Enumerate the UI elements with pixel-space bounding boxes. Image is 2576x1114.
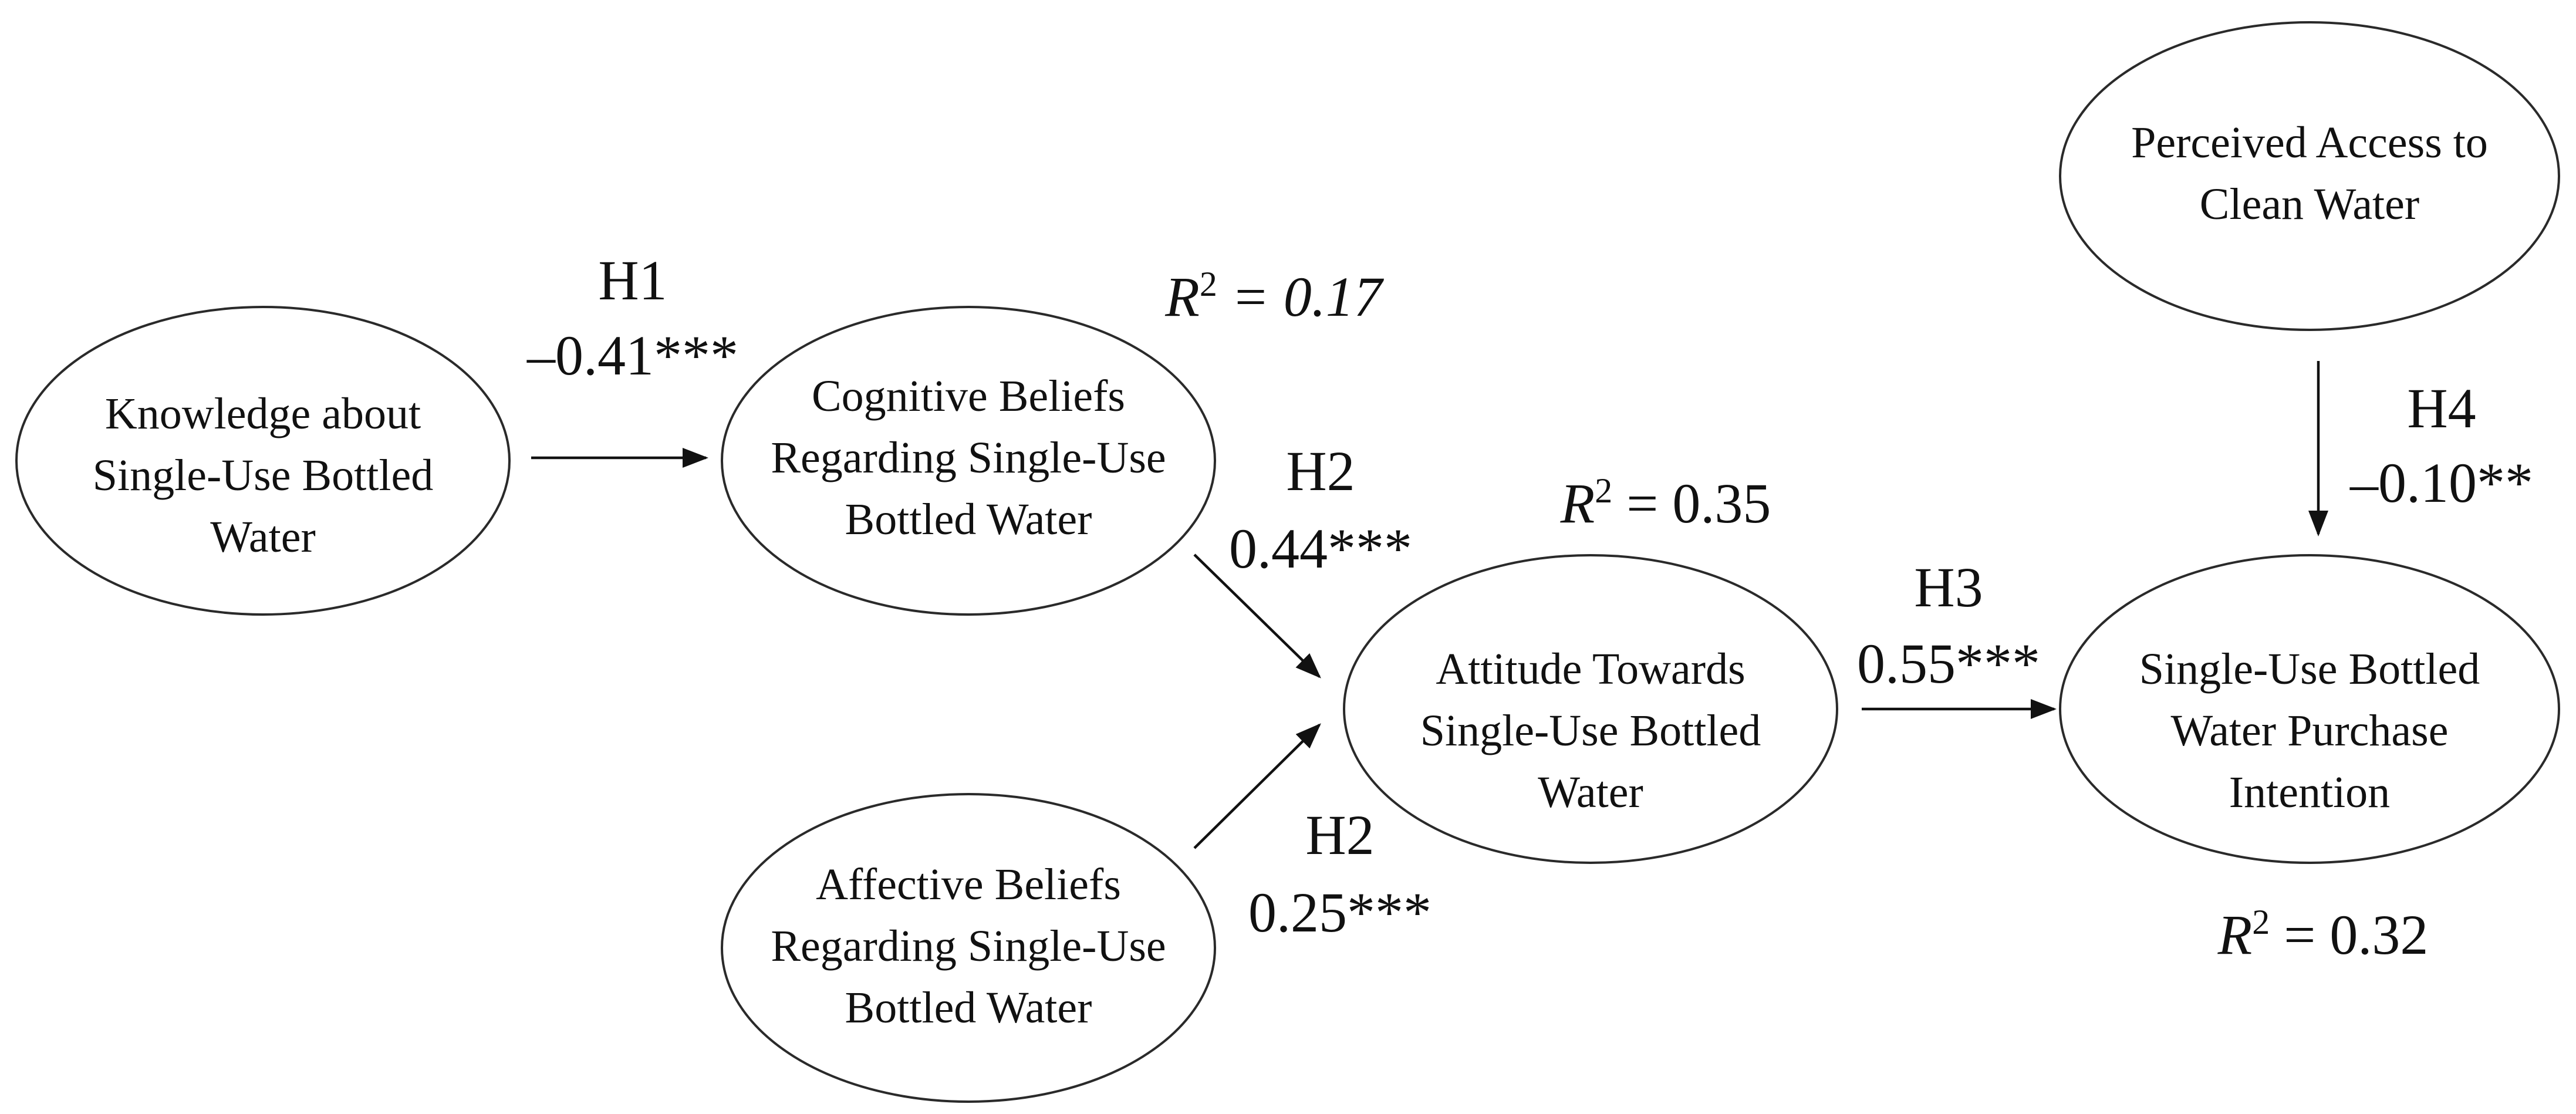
node-attitude-line-2: Single-Use Bottled xyxy=(1420,706,1761,755)
node-attitude: Attitude Towards Single-Use Bottled Wate… xyxy=(1343,554,1838,864)
r2-attitude-superscript: 2 xyxy=(1595,471,1612,510)
edge-h4-coefficient: –0.10** xyxy=(2349,451,2533,514)
node-access-line-1: Perceived Access to xyxy=(2131,118,2488,167)
edge-h1-coefficient: –0.41*** xyxy=(526,324,738,387)
node-cognitive-line-2: Regarding Single-Use xyxy=(771,433,1166,482)
r2-cognitive-value: = 0.17 xyxy=(1217,265,1385,328)
node-attitude-line-3: Water xyxy=(1538,768,1643,817)
node-affective-line-3: Bottled Water xyxy=(845,983,1092,1032)
edge-h3-coefficient: 0.55*** xyxy=(1857,632,2040,695)
edge-h2-cognitive-arrow xyxy=(1193,553,1321,678)
edge-label-h2-affective: H2 0.25*** xyxy=(1248,804,1432,944)
edge-h2-affective-hypothesis: H2 xyxy=(1305,804,1374,866)
edge-h2-affective-coefficient: 0.25*** xyxy=(1248,881,1432,944)
edge-label-h4: H4 –0.10** xyxy=(2349,377,2533,514)
r2-attitude-value: = 0.35 xyxy=(1612,472,1771,535)
edge-h2-cognitive-coefficient: 0.44*** xyxy=(1229,517,1412,580)
r2-intention-superscript: 2 xyxy=(2252,903,2270,941)
node-affective-line-1: Affective Beliefs xyxy=(816,860,1121,909)
node-purchase-intention: Single-Use Bottled Water Purchase Intent… xyxy=(2059,554,2560,864)
edge-label-h3: H3 0.55*** xyxy=(1857,556,2040,695)
edge-h2-affective-arrow xyxy=(1193,723,1321,849)
r2-cognitive-symbol: R xyxy=(1164,265,1200,328)
node-affective-beliefs: Affective Beliefs Regarding Single-Use B… xyxy=(721,793,1216,1103)
r2-intention-symbol: R xyxy=(2217,903,2253,966)
edge-h2-cognitive-hypothesis: H2 xyxy=(1286,440,1355,502)
node-intention-line-3: Intention xyxy=(2229,768,2390,817)
r2-intention: R2 = 0.32 xyxy=(2217,903,2429,966)
node-knowledge-line-1: Knowledge about xyxy=(105,389,421,438)
node-knowledge-line-3: Water xyxy=(210,512,316,562)
r2-attitude: R2 = 0.35 xyxy=(1560,471,1771,535)
edge-h3-hypothesis: H3 xyxy=(1914,556,1983,619)
node-knowledge-line-2: Single-Use Bottled xyxy=(93,451,434,500)
edge-label-h1: H1 –0.41*** xyxy=(526,249,738,387)
node-cognitive-beliefs: Cognitive Beliefs Regarding Single-Use B… xyxy=(721,306,1216,616)
r2-attitude-symbol: R xyxy=(1560,472,1595,535)
node-intention-line-1: Single-Use Bottled xyxy=(2139,644,2480,694)
r2-intention-value: = 0.32 xyxy=(2270,903,2428,966)
node-intention-line-2: Water Purchase xyxy=(2171,706,2449,755)
node-perceived-access: Perceived Access to Clean Water xyxy=(2059,21,2560,331)
edge-h4-hypothesis: H4 xyxy=(2407,377,2476,440)
node-access-line-2: Clean Water xyxy=(2200,180,2419,229)
edge-h1-hypothesis: H1 xyxy=(598,249,667,312)
r2-cognitive: R2 = 0.17 xyxy=(1164,265,1384,328)
node-attitude-line-1: Attitude Towards xyxy=(1436,644,1745,694)
node-cognitive-line-3: Bottled Water xyxy=(845,495,1092,544)
node-affective-line-2: Regarding Single-Use xyxy=(771,921,1166,971)
edge-label-h2-cognitive: H2 0.44*** xyxy=(1229,440,1412,580)
r2-cognitive-superscript: 2 xyxy=(1200,265,1217,303)
node-knowledge: Knowledge about Single-Use Bottled Water xyxy=(15,306,511,616)
node-cognitive-line-1: Cognitive Beliefs xyxy=(812,372,1125,421)
